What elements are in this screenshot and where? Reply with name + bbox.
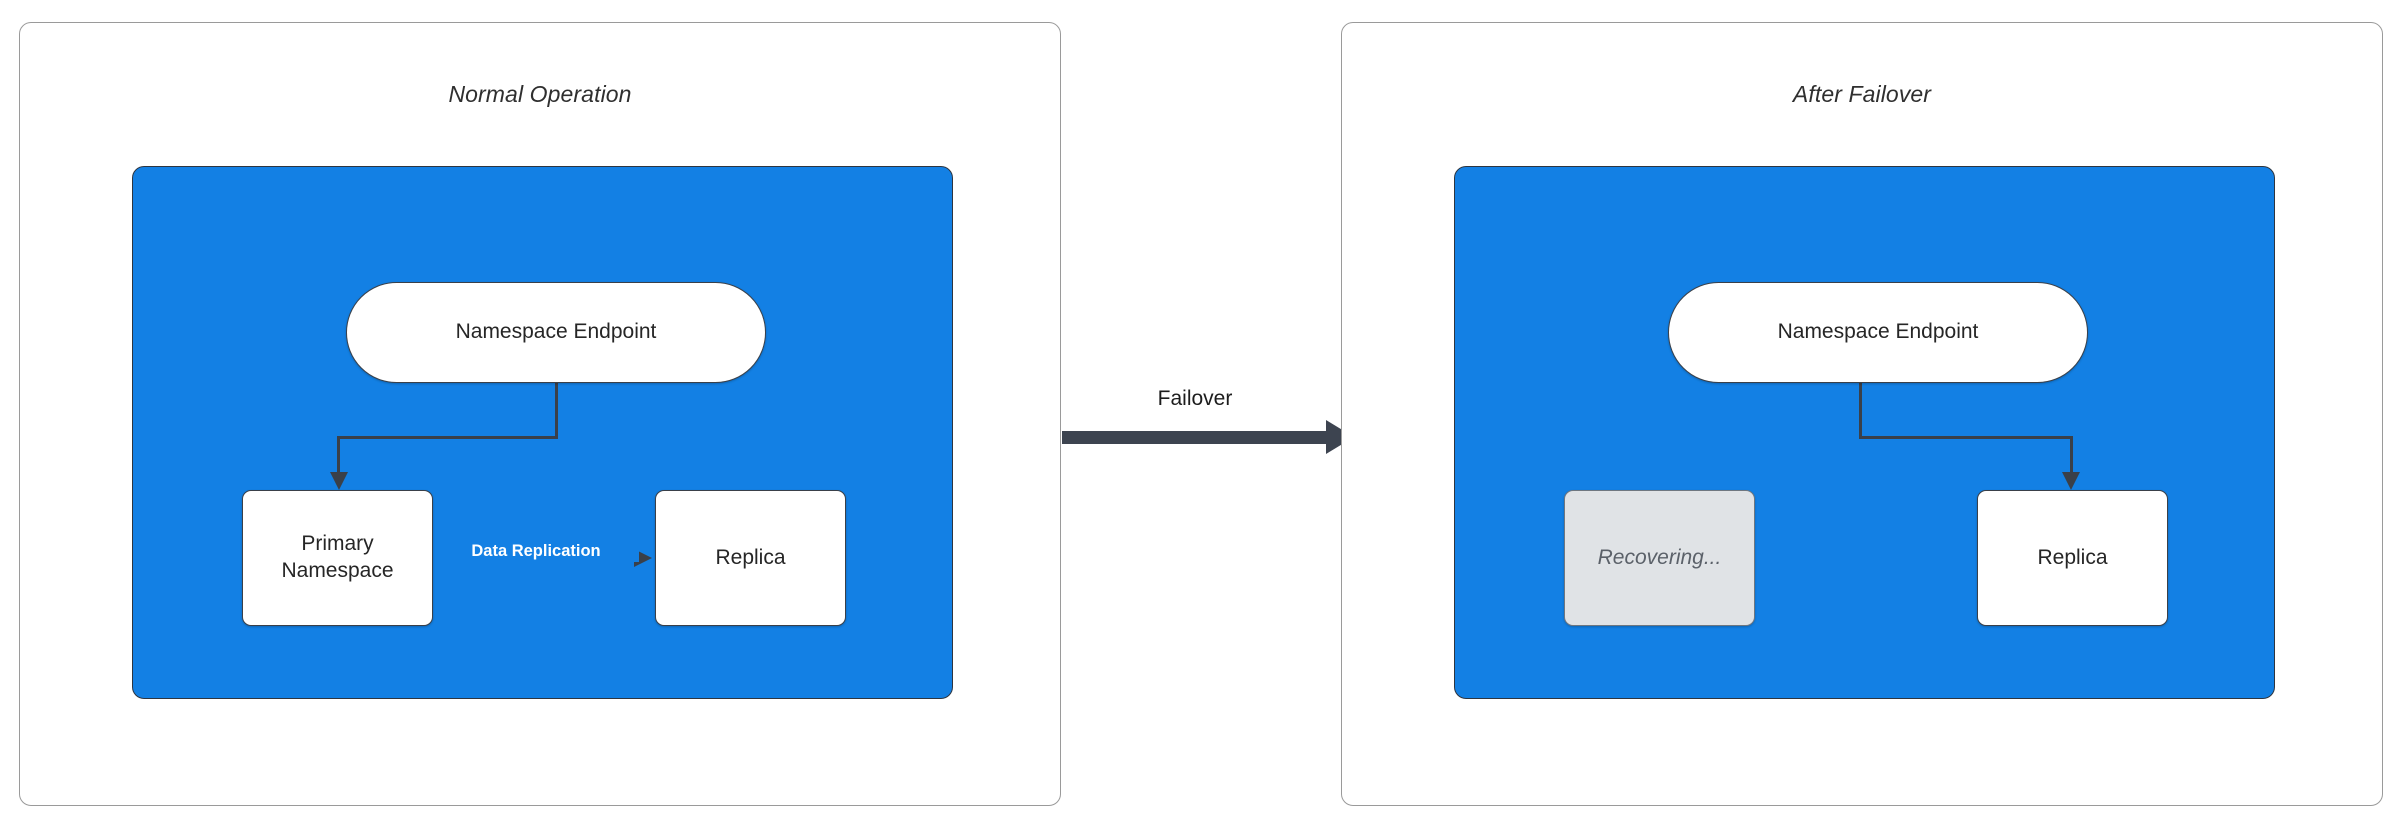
- node-namespace-endpoint-failover[interactable]: Namespace Endpoint: [1668, 282, 2088, 383]
- arrowhead-down-icon: [2062, 472, 2081, 490]
- connector-endpoint-to-replica-segment-horizontal: [1859, 436, 2073, 440]
- node-replica-failover[interactable]: Replica: [1977, 490, 2168, 626]
- connector-endpoint-to-primary-segment-vertical-2: [337, 436, 341, 475]
- connector-endpoint-to-replica-segment-vertical-2: [2069, 436, 2073, 475]
- connector-endpoint-to-primary-segment-horizontal: [337, 436, 558, 440]
- node-primary-namespace-line1: Primary: [301, 532, 374, 556]
- transition-label-failover: Failover: [1157, 387, 1233, 410]
- panel-after-failover: After Failover Namespace Endpoint Recove…: [1341, 22, 2383, 806]
- blue-zone-normal-operation: Data Replication Namespace Endpoint Prim…: [132, 166, 953, 699]
- node-recovering[interactable]: Recovering...: [1564, 490, 1755, 626]
- panel-title-after-failover: After Failover: [1792, 81, 1932, 107]
- transition-arrow-shaft: [1062, 431, 1328, 444]
- arrowhead-down-icon: [329, 472, 348, 490]
- panel-title-normal-operation: Normal Operation: [448, 81, 632, 107]
- node-primary-namespace-text: Primary Namespace: [281, 531, 393, 585]
- node-replica-normal[interactable]: Replica: [655, 490, 846, 626]
- edge-label-data-replication: Data Replication: [433, 541, 639, 562]
- connector-endpoint-to-primary-segment-vertical-1: [554, 383, 558, 439]
- blue-zone-after-failover: Namespace Endpoint Recovering... Replica: [1454, 166, 2275, 699]
- connector-endpoint-to-replica-segment-vertical-1: [1859, 383, 1863, 439]
- node-primary-namespace-line2: Namespace: [281, 559, 394, 582]
- node-primary-namespace[interactable]: Primary Namespace: [242, 490, 433, 626]
- node-namespace-endpoint-normal[interactable]: Namespace Endpoint: [346, 282, 766, 383]
- panel-normal-operation: Normal Operation Data Replication Namesp…: [19, 22, 1061, 806]
